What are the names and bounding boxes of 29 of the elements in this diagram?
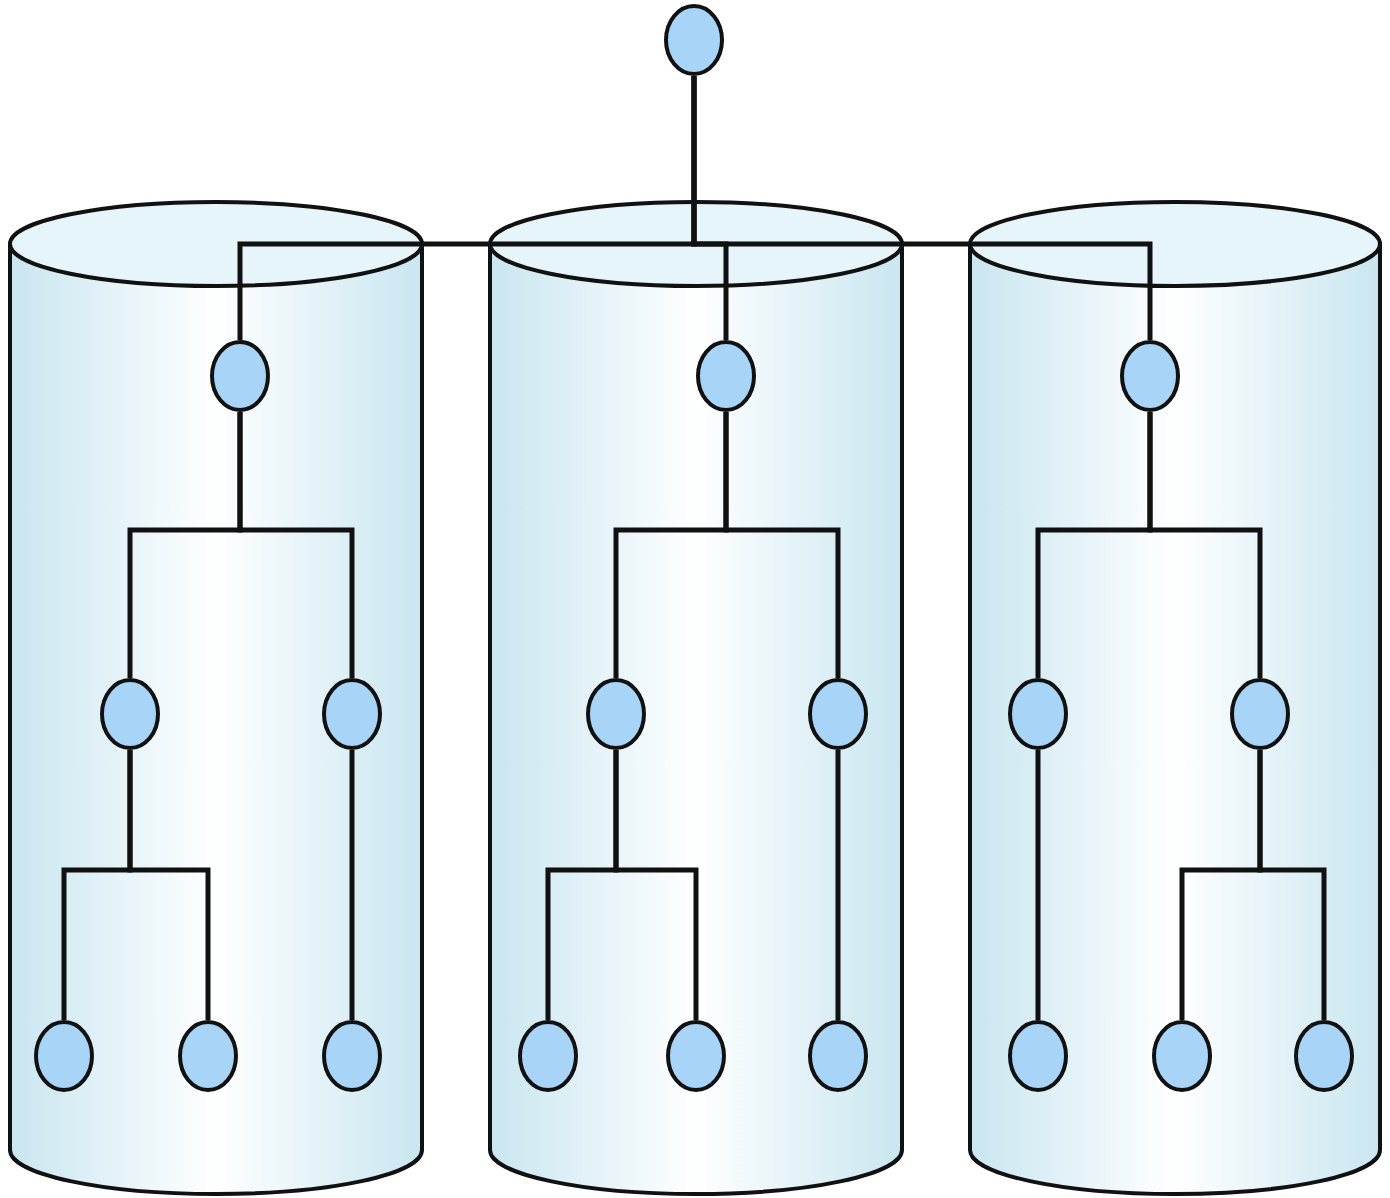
tree-node-ellipse — [178, 1020, 238, 1092]
tree-node-ellipse — [696, 340, 756, 412]
tree-node-ellipse — [322, 678, 382, 750]
connector-line — [613, 750, 699, 1020]
connector-line — [349, 750, 355, 1020]
connector-line — [835, 750, 841, 1020]
tree-node-ellipse — [586, 678, 646, 750]
tree-node-ellipse — [808, 1020, 868, 1092]
connector-line — [237, 412, 355, 678]
tree-node-ellipse — [664, 4, 724, 76]
connector-line — [1147, 412, 1263, 678]
tree-node-ellipse — [666, 1020, 726, 1092]
connector-line — [127, 750, 211, 1020]
connector-line — [723, 412, 841, 678]
connector-line — [1035, 750, 1041, 1020]
tree-node-ellipse — [1294, 1020, 1354, 1092]
tree-node-ellipse — [1230, 678, 1290, 750]
tree-node-ellipse — [100, 678, 160, 750]
tree-node-ellipse — [1008, 678, 1068, 750]
tree-node-ellipse — [518, 1020, 578, 1092]
connector-line — [691, 76, 1153, 340]
tree-node-ellipse — [1120, 340, 1180, 412]
tree-node-ellipse — [808, 678, 868, 750]
tree-node-ellipse — [210, 340, 270, 412]
tree-node-ellipse — [322, 1020, 382, 1092]
tree-node-ellipse — [1152, 1020, 1212, 1092]
tree-node-ellipse — [1008, 1020, 1068, 1092]
connector-line — [1257, 750, 1327, 1020]
tree-node-ellipse — [34, 1020, 94, 1092]
